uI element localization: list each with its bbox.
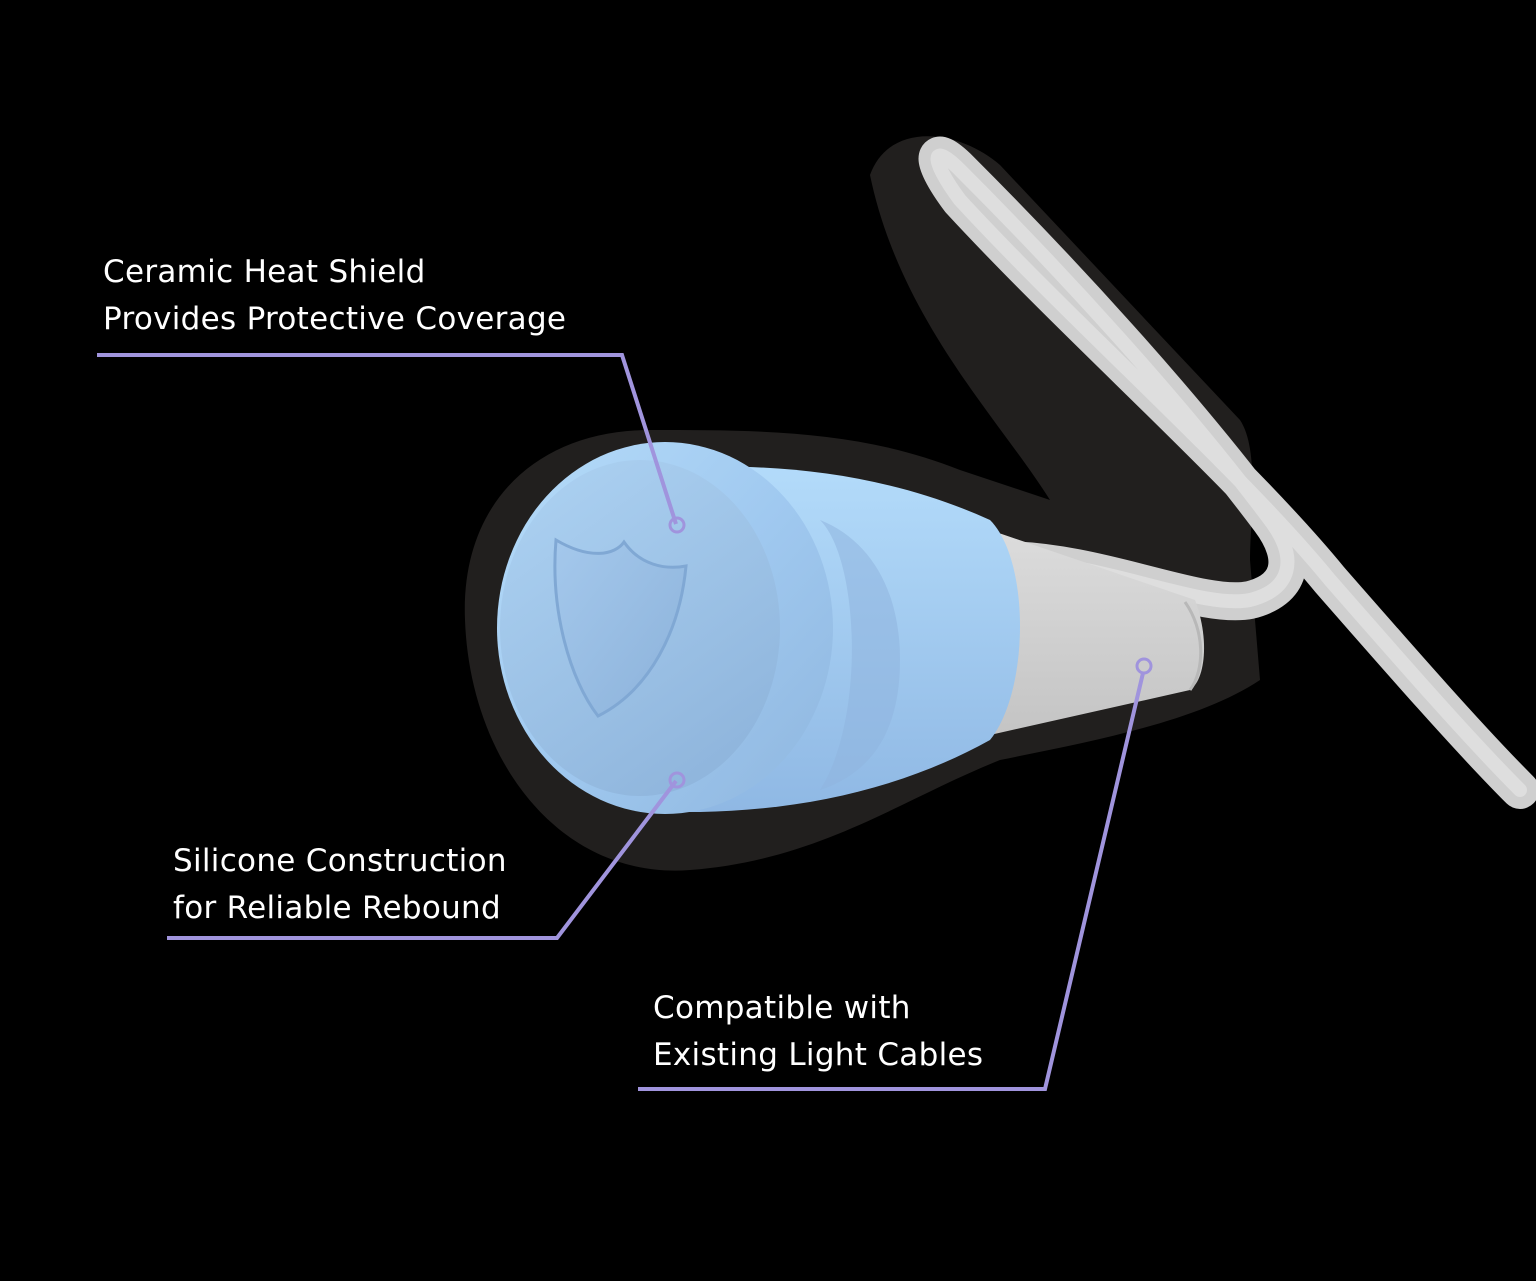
callout-line: for Reliable Rebound bbox=[173, 890, 501, 926]
leader-line-ceramic bbox=[97, 353, 678, 525]
silicone-cap bbox=[497, 442, 1020, 814]
callout-line: Silicone Construction bbox=[173, 843, 507, 879]
callout-line: Ceramic Heat Shield bbox=[103, 254, 426, 290]
callout-line: Compatible with bbox=[653, 990, 911, 1026]
leader-line-compatible bbox=[638, 672, 1145, 1091]
callout-line: Provides Protective Coverage bbox=[103, 301, 567, 337]
leader-lines bbox=[97, 353, 1153, 1091]
callout-ceramic-heat-shield: Ceramic Heat Shield Provides Protective … bbox=[103, 249, 566, 343]
callout-compatible-cables: Compatible with Existing Light Cables bbox=[653, 985, 983, 1079]
leader-line-silicone bbox=[167, 779, 678, 940]
callout-line: Existing Light Cables bbox=[653, 1037, 984, 1073]
anchor-dot-compatible bbox=[1135, 657, 1153, 675]
light-cable bbox=[918, 136, 1536, 809]
callout-silicone-construction: Silicone Construction for Reliable Rebou… bbox=[173, 838, 507, 932]
shield-icon bbox=[553, 537, 688, 718]
anchor-dot-silicone bbox=[668, 771, 686, 789]
anchor-dot-ceramic bbox=[668, 516, 686, 534]
